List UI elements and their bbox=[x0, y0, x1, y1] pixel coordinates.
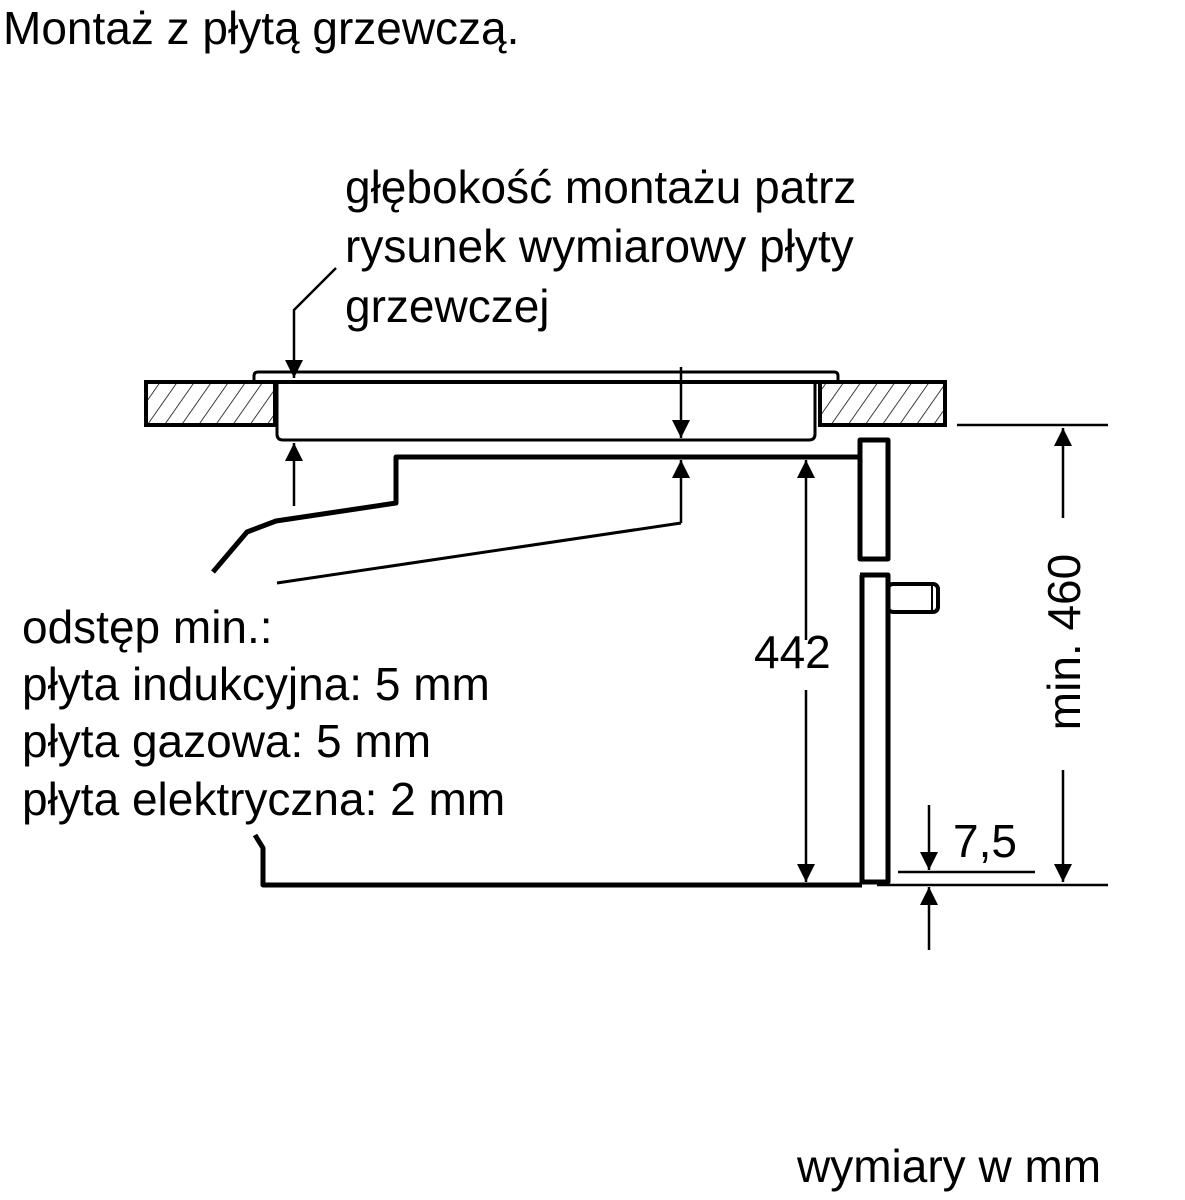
offset-dimension bbox=[898, 805, 1035, 950]
depth-note-line: grzewczej bbox=[345, 280, 550, 332]
clearance-note-line: płyta gazowa: 5 mm bbox=[22, 715, 431, 767]
diagram-title: Montaż z płytą grzewczą. bbox=[3, 2, 519, 54]
worktop bbox=[144, 380, 947, 427]
offset-label: 7,5 bbox=[953, 815, 1017, 867]
units-note: wymiary w mm bbox=[796, 1140, 1101, 1192]
depth-note-line: rysunek wymiarowy płyty bbox=[345, 220, 854, 272]
depth-note-line: głębokość montażu patrz bbox=[345, 161, 856, 213]
depth-leader-arrow bbox=[285, 267, 337, 378]
niche-height-dimension bbox=[877, 423, 1108, 887]
clearance-note: odstęp min.: płyta indukcyjna: 5 mm płyt… bbox=[22, 601, 505, 825]
oven bbox=[211, 437, 940, 888]
niche-height-label: min. 460 bbox=[1038, 554, 1090, 730]
clearance-note-line: odstęp min.: bbox=[22, 601, 273, 653]
clearance-note-line: płyta indukcyjna: 5 mm bbox=[22, 658, 490, 710]
clearance-arrows bbox=[285, 367, 690, 523]
clearance-note-line: płyta elektryczna: 2 mm bbox=[22, 773, 505, 825]
depth-note: głębokość montażu patrz rysunek wymiarow… bbox=[345, 161, 856, 332]
oven-knob bbox=[886, 582, 940, 614]
oven-height-label: 442 bbox=[754, 626, 831, 678]
hob bbox=[252, 370, 840, 442]
